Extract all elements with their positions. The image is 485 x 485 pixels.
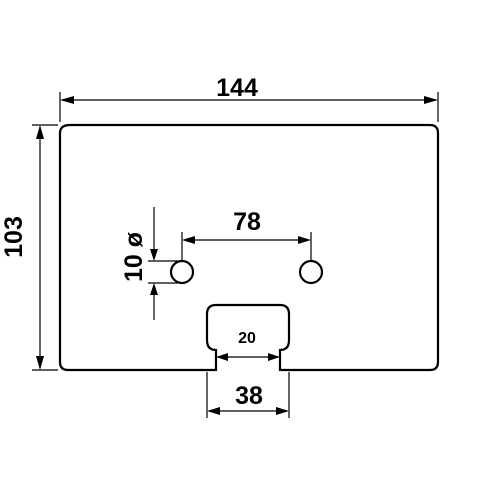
height-dimension: 103 [0,124,58,371]
width-arrow-right [424,96,438,104]
plate-outline [58,123,440,372]
hole-diameter-label: 10 ø [120,231,148,282]
width-dimension: 144 [59,74,439,122]
hole-spacing-label: 78 [233,208,261,236]
slot-width-arrow-left [207,407,220,415]
mounting-hole-left [169,259,195,285]
slot-neck-arrow-left [216,353,228,361]
width-arrow-left [60,96,74,104]
hole-spacing-arrow-right [298,236,311,244]
hole-diameter-arrow-bottom [150,283,158,295]
slot-width-label: 38 [235,382,263,410]
slot-width-dimension: 38 [206,372,290,418]
slot-neck-label: 20 [238,330,256,347]
hole-spacing-dimension: 78 [181,208,312,260]
hole-diameter-arrow-top [150,249,158,261]
height-arrow-top [36,125,44,139]
height-label: 103 [0,216,28,258]
slot-width-arrow-right [276,407,289,415]
hole-diameter-dimension: 10 ø [120,207,178,320]
hole-spacing-arrow-left [182,236,195,244]
mounting-hole-right [298,259,324,285]
slot-neck-arrow-right [268,353,280,361]
slot-neck-dimension: 20 [216,330,280,361]
width-label: 144 [216,74,258,102]
height-arrow-bottom [36,356,44,370]
